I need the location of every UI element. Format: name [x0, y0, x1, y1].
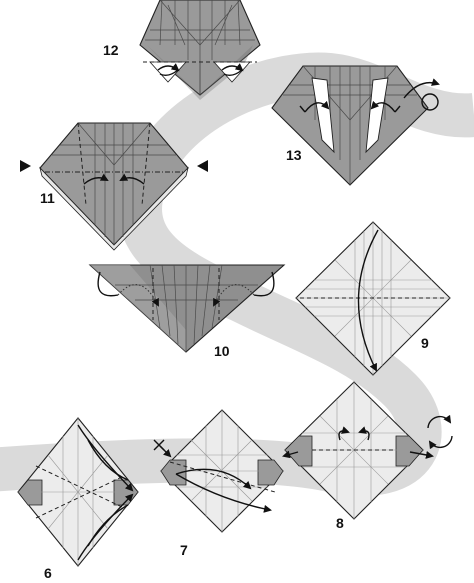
step-10-model	[88, 264, 286, 353]
step-7-label: 7	[180, 542, 188, 558]
step-8-model	[282, 381, 434, 520]
step-6-model	[17, 417, 139, 567]
step-12-model	[139, 0, 261, 100]
step-13-model	[271, 65, 429, 186]
step-12-label: 12	[103, 42, 119, 58]
push-arrow-icon	[20, 160, 31, 172]
step-9-label: 9	[421, 335, 429, 351]
rotate-icon	[427, 414, 453, 450]
step-6-label: 6	[44, 565, 52, 581]
step-10-label: 10	[214, 343, 230, 359]
step-9-model	[295, 221, 451, 376]
step-8-label: 8	[336, 515, 344, 531]
step-7-model	[153, 409, 284, 533]
step-11-model	[20, 122, 208, 251]
push-arrow-icon	[197, 160, 208, 172]
turn-over-icon	[403, 78, 440, 111]
step-13-label: 13	[286, 147, 302, 163]
step-11-label: 11	[40, 190, 55, 206]
pivot-cross-icon	[153, 439, 172, 458]
